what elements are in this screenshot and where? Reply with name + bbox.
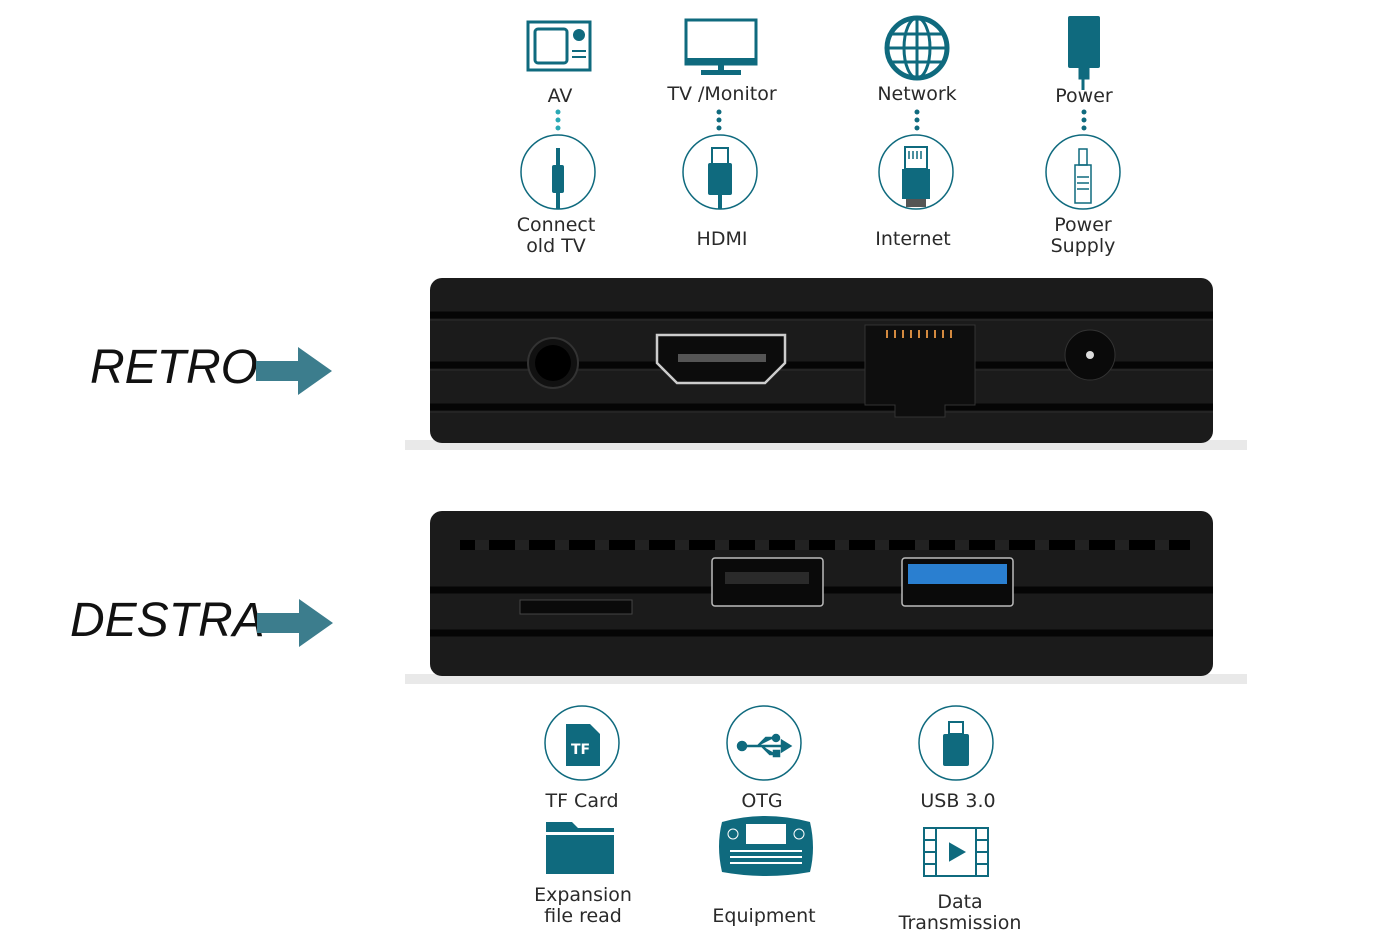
use-label-expansion: Expansion file read: [534, 884, 632, 927]
use-label-data-transmission: Data Transmission: [898, 891, 1022, 934]
top-port-connectors: [520, 109, 1121, 210]
dotted-connector-icon: [555, 109, 1087, 131]
rear-side-label: RETRO: [90, 341, 258, 394]
right-side-label: DESTRA: [70, 594, 265, 647]
port-label-internet: Internet: [875, 228, 951, 250]
use-label-equipment: Equipment: [712, 905, 816, 927]
keyboard-icon: [719, 816, 813, 876]
port-label-otg: OTG: [741, 790, 783, 812]
ethernet-port: [864, 324, 976, 418]
port-label-power-supply: Power Supply: [1050, 214, 1116, 257]
dc-power-port: [1064, 329, 1116, 381]
globe-icon: [884, 15, 950, 81]
arrow-right-icon: [256, 347, 332, 395]
dc-plug-icon: [1074, 148, 1092, 204]
arrow-right-icon: [257, 599, 333, 647]
usb-stick-icon: [943, 721, 969, 766]
audio-jack-icon: [552, 148, 564, 209]
otg-usb-port: [711, 557, 824, 607]
port-label-connect-old-tv: Connect old TV: [516, 214, 596, 257]
av-tv-icon: [526, 20, 592, 72]
port-label-tf-card: TF Card: [545, 790, 619, 812]
svg-text:TF: TF: [571, 742, 590, 758]
port-label-usb3: USB 3.0: [920, 790, 996, 812]
monitor-icon: [684, 18, 758, 75]
video-film-icon: [923, 827, 989, 877]
tf-card-slot: [519, 599, 633, 615]
av-port: [527, 337, 579, 389]
port-label-hdmi: HDMI: [696, 228, 748, 250]
tf-card-icon: TF: [566, 724, 600, 766]
folder-icon: [546, 822, 614, 874]
bottom-port-icons: TF: [544, 705, 994, 877]
vent-slots: [460, 540, 1190, 550]
source-label-power: Power: [1055, 85, 1113, 107]
hdmi-port: [655, 333, 787, 385]
source-label-av: AV: [547, 85, 573, 107]
hdmi-plug-icon: [708, 147, 732, 209]
usb3-port: [901, 557, 1014, 607]
ethernet-plug-icon: [902, 146, 930, 207]
source-label-network: Network: [877, 83, 957, 105]
power-adapter-icon: [1068, 16, 1100, 90]
device-rear-view: [405, 278, 1247, 450]
device-right-view: [405, 511, 1247, 684]
usb-symbol-icon: [736, 733, 793, 758]
source-label-tv: TV /Monitor: [667, 83, 777, 105]
